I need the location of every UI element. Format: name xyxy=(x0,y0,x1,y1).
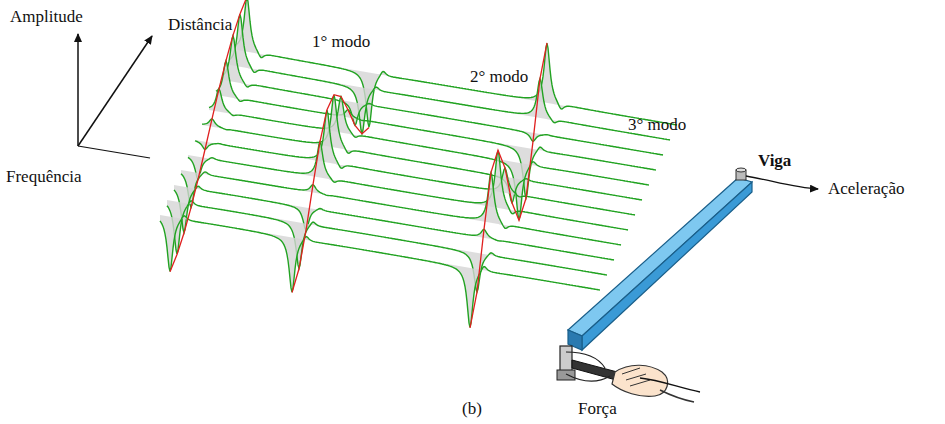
axes xyxy=(78,34,152,158)
frf-fill xyxy=(160,215,600,327)
frf-fill xyxy=(181,170,621,245)
mode-shape xyxy=(292,95,369,293)
frf-curves xyxy=(160,0,677,328)
signal-label: Força xyxy=(578,400,617,419)
frf-line xyxy=(160,216,600,328)
mode-label: 3° modo xyxy=(628,116,686,135)
frf-line xyxy=(167,201,607,292)
frf-line xyxy=(181,172,621,245)
part-label: Viga xyxy=(758,152,791,171)
frf-fill xyxy=(223,36,663,155)
axis-label: Amplitude xyxy=(10,8,83,27)
frf-fill xyxy=(209,89,649,220)
frf-line xyxy=(237,0,677,127)
frf-fill xyxy=(202,95,642,203)
mode-label: 1° modo xyxy=(312,33,370,52)
frf-line xyxy=(174,186,614,260)
axis-label: Distância xyxy=(168,16,232,35)
beam xyxy=(568,168,818,350)
axis-label: Frequência xyxy=(6,168,82,187)
frf-fill xyxy=(188,142,628,230)
frf-fill xyxy=(216,61,656,198)
frf-line xyxy=(202,95,642,203)
frf-line xyxy=(216,61,656,198)
frf-line xyxy=(230,14,670,140)
frf-fill xyxy=(174,185,614,260)
frf-line xyxy=(195,110,635,215)
frf-line xyxy=(188,142,628,230)
impact-hammer xyxy=(557,346,700,402)
signal-label: Aceleração xyxy=(828,180,904,199)
frf-line xyxy=(209,89,649,220)
frf-fill xyxy=(230,14,670,140)
mode-shape xyxy=(170,0,247,272)
frf-fill xyxy=(237,0,677,127)
mode-label: 2° modo xyxy=(470,68,528,87)
caption-label: (b) xyxy=(462,400,482,419)
frf-line xyxy=(223,36,663,155)
frf-fill xyxy=(167,200,607,292)
frf-fill xyxy=(195,110,635,215)
mode-shape xyxy=(470,43,547,328)
